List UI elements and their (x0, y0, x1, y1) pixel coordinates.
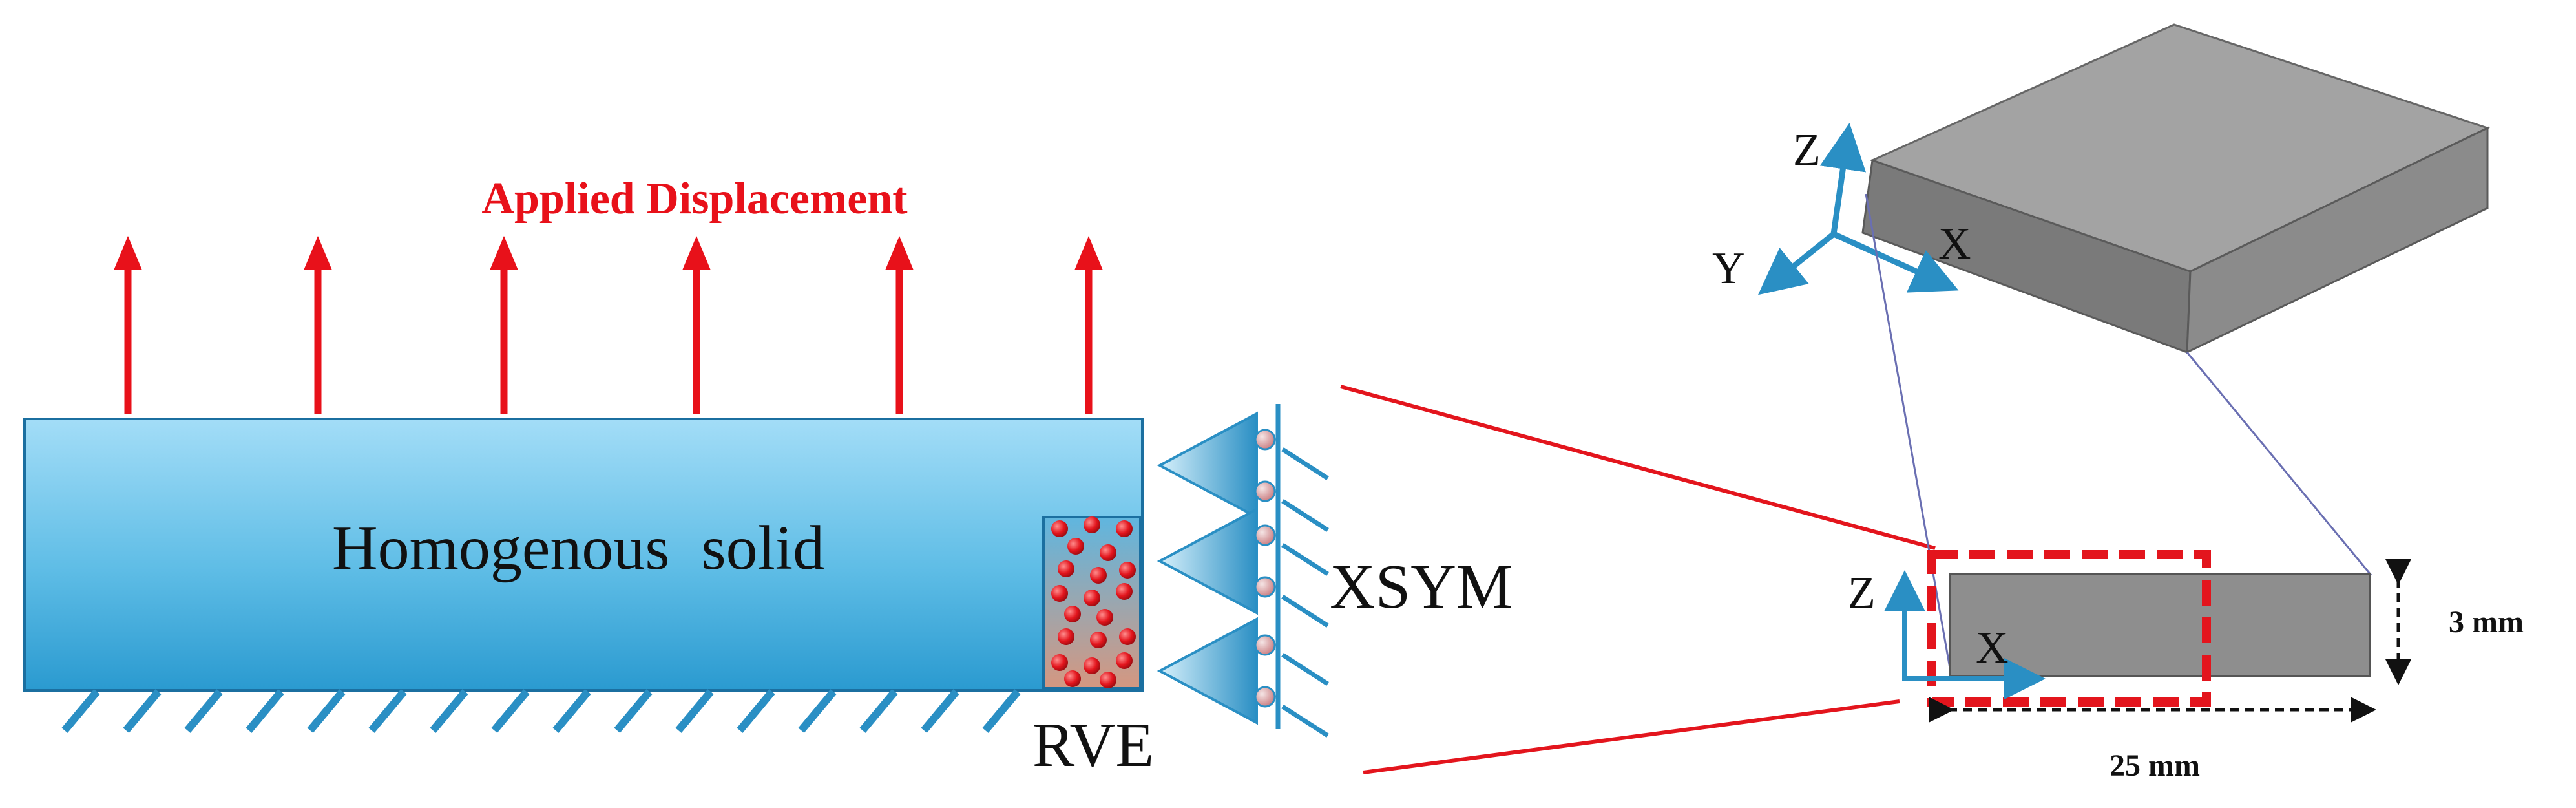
load-arrow-icon (490, 236, 518, 414)
hatch-mark (246, 689, 284, 733)
hatch-mark (675, 689, 714, 733)
rve-particle (1119, 562, 1136, 579)
rve-particle (1064, 670, 1081, 687)
zoom-line-top (1340, 385, 1936, 550)
rve-particle (1084, 590, 1100, 606)
rve-particle (1058, 628, 1074, 645)
rve-particle (1058, 560, 1074, 577)
rve-particle (1064, 606, 1081, 622)
homogenous-solid-block (23, 418, 1144, 692)
roller-support-icon (1157, 404, 1329, 532)
rve-selection-box (1927, 550, 2211, 707)
rve-particle (1090, 632, 1107, 648)
rve-particle (1119, 628, 1136, 645)
rve-particle (1116, 652, 1133, 669)
hatch-mark (921, 689, 959, 733)
axis-triad-3d (1757, 123, 1959, 295)
load-arrow-icon (304, 236, 332, 414)
roller-support-icon (1157, 610, 1329, 738)
axis2d-z-label: Z (1848, 568, 1876, 618)
hatch-mark (552, 689, 591, 733)
rve-particle (1090, 567, 1107, 584)
rve-particle (1051, 585, 1068, 602)
roller-supports (1157, 404, 1329, 738)
roller-support-icon (1157, 500, 1329, 628)
load-arrow-icon (682, 236, 711, 414)
axis2d-x-label: X (1976, 623, 2009, 673)
rve-box (1042, 516, 1142, 690)
hatch-mark (368, 689, 407, 733)
applied-displacement-label: Applied Displacement (481, 174, 907, 224)
hatch-mark (982, 689, 1021, 733)
rve-particle (1084, 516, 1100, 533)
axis3d-x-label: X (1938, 219, 1971, 269)
hatch-mark (859, 689, 898, 733)
rve-particles (1051, 516, 1136, 688)
rve-particle (1067, 538, 1084, 555)
rve-particle (1116, 583, 1133, 600)
hatch-mark (123, 689, 162, 733)
load-arrow-icon (114, 236, 142, 414)
hatch-mark (184, 689, 223, 733)
rve-particle (1096, 609, 1113, 626)
homogenous-solid-label: Homogenous solid (332, 513, 824, 583)
fixed-support-hatch (61, 689, 1021, 733)
plate-3d (1861, 23, 2490, 354)
rve-particle (1100, 544, 1116, 561)
plate-cross-section (1949, 573, 2371, 677)
rve-particle (1116, 520, 1133, 537)
hatch-mark (491, 689, 530, 733)
load-arrows (114, 236, 1103, 414)
axis3d-z-label: Z (1793, 125, 1821, 175)
hatch-mark (737, 689, 775, 733)
zoom-line-bottom (1363, 699, 1900, 774)
hatch-mark (430, 689, 468, 733)
projection-line-right (2186, 352, 2372, 576)
rve-particle (1051, 520, 1068, 537)
hatch-mark (307, 689, 346, 733)
hatch-mark (798, 689, 837, 733)
axis3d-y-label: Y (1712, 244, 1745, 293)
xsym-label: XSYM (1330, 552, 1513, 622)
thickness-label: 3 mm (2449, 605, 2524, 639)
length-label: 25 mm (2110, 749, 2200, 783)
hatch-mark (614, 689, 653, 733)
rve-particle (1084, 657, 1100, 674)
rve-particle (1051, 654, 1068, 671)
rve-particle (1100, 672, 1116, 688)
load-arrow-icon (885, 236, 914, 414)
projection-line-left (1865, 193, 1953, 676)
hatch-mark (61, 689, 100, 733)
rve-label: RVE (1032, 710, 1154, 780)
load-arrow-icon (1074, 236, 1103, 414)
axis-pair-2d (1884, 570, 2046, 699)
